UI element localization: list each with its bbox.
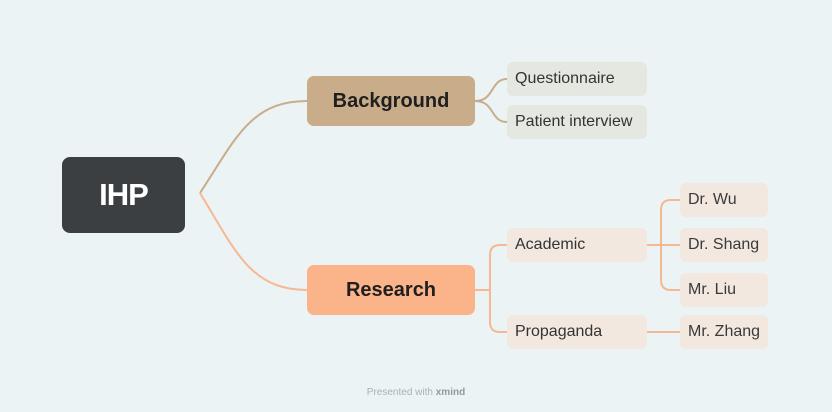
topic-propaganda-label: Propaganda: [515, 323, 603, 340]
leaf-mr-zhang-label: Mr. Zhang: [688, 323, 761, 340]
branch-research-label: Research: [345, 278, 437, 301]
topic-propaganda[interactable]: Propaganda: [507, 315, 647, 349]
link-background-interview: [474, 100, 508, 123]
link-academic-wu: [660, 199, 680, 245]
topic-patient-interview-label: Patient interview: [515, 113, 633, 130]
leaf-mr-liu[interactable]: Mr. Liu: [680, 273, 768, 307]
topic-questionnaire[interactable]: Questionnaire: [507, 62, 647, 96]
leaf-mr-liu-label: Mr. Liu: [688, 281, 737, 298]
branch-background[interactable]: Background: [307, 76, 475, 126]
leaf-mr-zhang[interactable]: Mr. Zhang: [680, 315, 768, 349]
xmind-logo-text: xmind: [435, 387, 466, 398]
link-academic-liu: [660, 245, 680, 291]
footer-prefix: Presented with: [366, 387, 433, 398]
leaf-dr-shang-label: Dr. Shang: [688, 236, 760, 253]
link-research-academic: [475, 244, 507, 291]
leaf-dr-shang[interactable]: Dr. Shang: [680, 228, 768, 262]
root-label: IHP: [99, 177, 149, 212]
link-research-propaganda: [489, 290, 507, 333]
leaf-dr-wu[interactable]: Dr. Wu: [680, 183, 768, 217]
topic-patient-interview[interactable]: Patient interview: [507, 105, 647, 139]
topic-academic-label: Academic: [515, 236, 586, 253]
link-root-background: [199, 100, 308, 194]
topic-academic[interactable]: Academic: [507, 228, 647, 262]
link-background-questionnaire: [474, 78, 508, 102]
link-root-research: [199, 192, 308, 291]
topic-questionnaire-label: Questionnaire: [515, 70, 615, 87]
footer-attribution: Presented with xmind: [0, 387, 832, 398]
branch-background-label: Background: [332, 89, 450, 112]
root-node[interactable]: IHP: [62, 157, 185, 233]
leaf-dr-wu-label: Dr. Wu: [688, 191, 737, 208]
branch-research[interactable]: Research: [307, 265, 475, 315]
